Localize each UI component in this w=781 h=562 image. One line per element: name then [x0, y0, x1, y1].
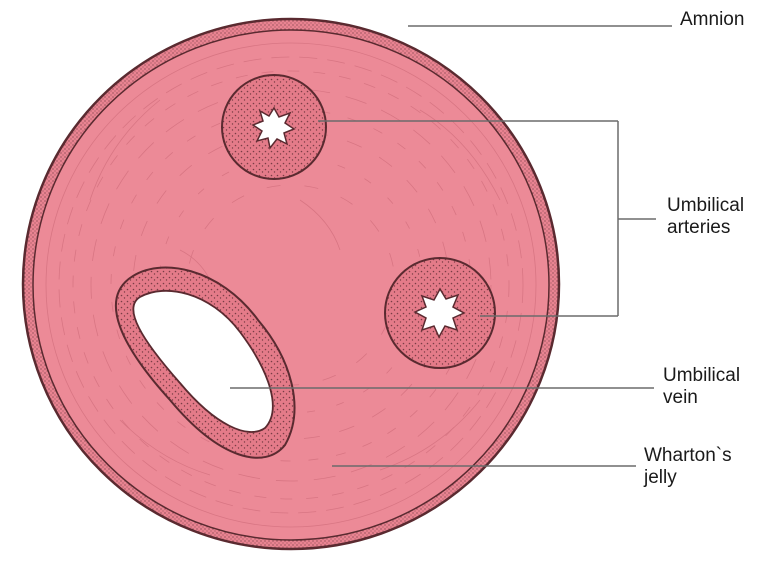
label-amnion-text: Amnion — [680, 9, 745, 30]
label-arteries-line2: arteries — [667, 217, 731, 238]
label-jelly-line2: jelly — [644, 467, 677, 488]
umbilical-artery-upper — [221, 74, 327, 180]
label-whartons-jelly: Wharton`s jelly — [644, 445, 732, 489]
label-umbilical-arteries: Umbilical arteries — [667, 195, 744, 239]
whartons-jelly — [32, 29, 550, 541]
vein-lumen — [132, 290, 274, 433]
label-vein-line2: vein — [663, 387, 698, 408]
label-amnion: Amnion — [680, 9, 744, 31]
artery-lumen-upper — [251, 106, 296, 150]
label-arteries-line1: Umbilical — [667, 195, 745, 216]
artery-lumen-right — [413, 287, 466, 339]
umbilical-artery-right — [384, 257, 496, 369]
leader-lines — [230, 25, 672, 467]
label-vein-line1: Umbilical — [663, 365, 741, 386]
label-jelly-line1: Wharton`s — [644, 445, 732, 466]
umbilical-vein — [114, 266, 296, 459]
label-umbilical-vein: Umbilical vein — [663, 365, 740, 409]
